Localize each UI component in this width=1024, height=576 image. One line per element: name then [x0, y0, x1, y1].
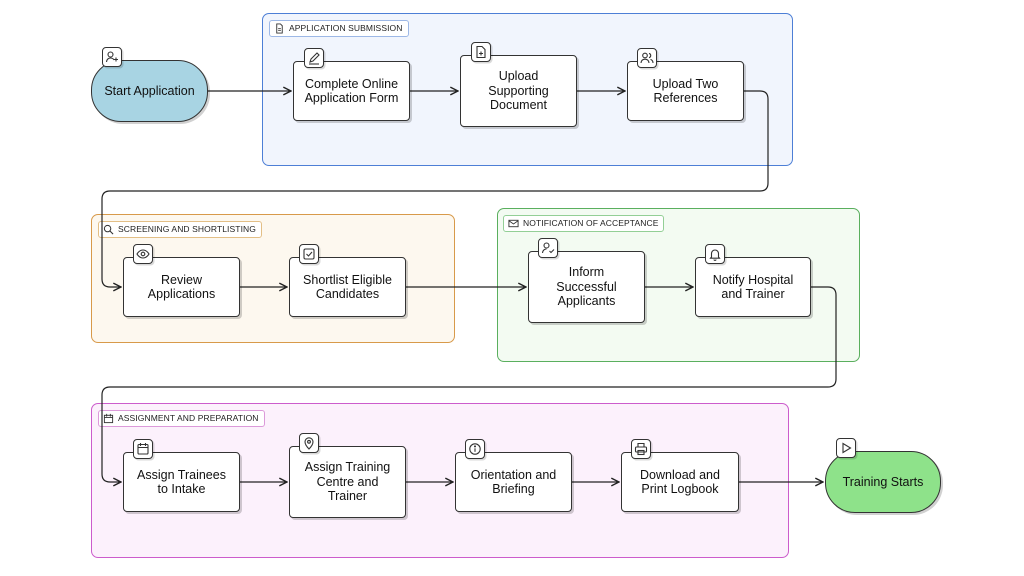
users-icon	[637, 48, 657, 68]
search-icon	[103, 224, 114, 235]
group-label-screening: SCREENING AND SHORTLISTING	[98, 221, 262, 238]
node-notify-hospital: Notify Hospital and Trainer	[695, 257, 811, 317]
group-title: APPLICATION SUBMISSION	[289, 23, 403, 33]
calendar-icon	[103, 413, 114, 424]
node-shortlist-candidates: Shortlist Eligible Candidates	[289, 257, 406, 317]
group-title: NOTIFICATION OF ACCEPTANCE	[523, 218, 659, 228]
eye-icon	[133, 244, 153, 264]
node-orientation: Orientation and Briefing	[455, 452, 572, 512]
user-plus-icon	[102, 47, 122, 67]
group-title: SCREENING AND SHORTLISTING	[118, 224, 256, 234]
file-plus-icon	[471, 42, 491, 62]
node-inform-applicants: Inform Successful Applicants	[528, 251, 645, 323]
node-training-starts: Training Starts	[825, 451, 941, 513]
group-label-application: APPLICATION SUBMISSION	[269, 20, 409, 37]
document-icon	[276, 23, 283, 34]
node-upload-document: Upload Supporting Document	[460, 55, 577, 127]
node-download-logbook: Download and Print Logbook	[621, 452, 739, 512]
node-start-application: Start Application	[91, 60, 208, 122]
checkbox-icon	[299, 244, 319, 264]
bell-icon	[705, 244, 725, 264]
pencil-icon	[304, 48, 324, 68]
node-assign-intake: Assign Trainees to Intake	[123, 452, 240, 512]
map-pin-icon	[299, 433, 319, 453]
group-title: ASSIGNMENT AND PREPARATION	[118, 413, 259, 423]
user-check-icon	[538, 238, 558, 258]
group-label-assignment: ASSIGNMENT AND PREPARATION	[98, 410, 265, 427]
calendar-icon	[133, 439, 153, 459]
node-review-applications: Review Applications	[123, 257, 240, 317]
edge-refs-to-review	[101, 90, 769, 287]
edge-notify-to-intake	[101, 286, 837, 482]
printer-icon	[631, 439, 651, 459]
node-complete-form: Complete Online Application Form	[293, 61, 410, 121]
play-icon	[836, 438, 856, 458]
group-label-notification: NOTIFICATION OF ACCEPTANCE	[503, 215, 665, 232]
mail-icon	[508, 219, 519, 228]
info-icon	[465, 439, 485, 459]
node-assign-centre: Assign Training Centre and Trainer	[289, 446, 406, 518]
node-upload-references: Upload Two References	[627, 61, 744, 121]
